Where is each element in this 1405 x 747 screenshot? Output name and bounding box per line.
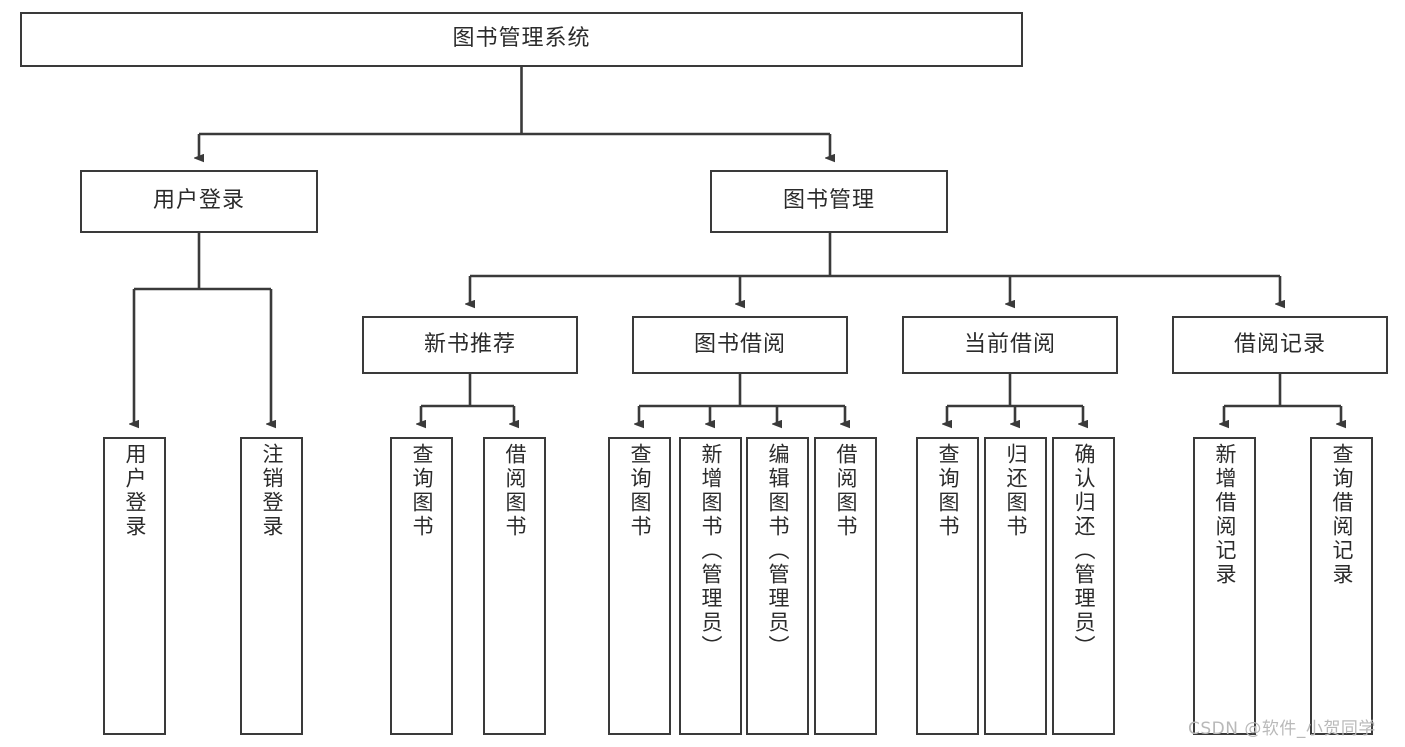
node-label: 图书管理系统 [452, 26, 591, 52]
node-label: 借阅记录 [1233, 331, 1326, 357]
node-label: 用户登录 [123, 443, 147, 539]
leaf-query-borrow-record[interactable]: 查询借阅记录 [1310, 437, 1373, 735]
leaf-borrow-book-recommend[interactable]: 借阅图书 [483, 437, 546, 735]
node-label: 确认归还（管理员） [1072, 443, 1096, 659]
node-label: 图书借阅 [693, 331, 786, 357]
leaf-query-book-recommend[interactable]: 查询图书 [390, 437, 453, 735]
leaf-confirm-return-admin[interactable]: 确认归还（管理员） [1052, 437, 1115, 735]
node-label: 归还图书 [1004, 443, 1028, 539]
node-label: 借阅图书 [834, 443, 858, 539]
node-book-management-system[interactable]: 图书管理系统 [20, 12, 1023, 67]
leaf-user-login[interactable]: 用户登录 [103, 437, 166, 735]
watermark-text: CSDN @软件_小贺同学 [1188, 719, 1376, 739]
leaf-logout[interactable]: 注销登录 [240, 437, 303, 735]
leaf-query-book-borrow[interactable]: 查询图书 [608, 437, 671, 735]
node-label: 借阅图书 [503, 443, 527, 539]
node-user-login[interactable]: 用户登录 [80, 170, 318, 233]
leaf-query-book-current[interactable]: 查询图书 [916, 437, 979, 735]
node-book-management[interactable]: 图书管理 [710, 170, 948, 233]
node-new-book-recommend[interactable]: 新书推荐 [362, 316, 578, 374]
node-label: 新增借阅记录 [1213, 443, 1237, 587]
node-label: 新书推荐 [423, 331, 516, 357]
leaf-borrow-book[interactable]: 借阅图书 [814, 437, 877, 735]
leaf-add-book-admin[interactable]: 新增图书（管理员） [679, 437, 742, 735]
node-label: 查询图书 [936, 443, 960, 539]
node-current-borrow[interactable]: 当前借阅 [902, 316, 1118, 374]
node-borrow-record[interactable]: 借阅记录 [1172, 316, 1388, 374]
node-label: 查询借阅记录 [1330, 443, 1354, 587]
node-label: 用户登录 [152, 188, 245, 214]
node-label: 当前借阅 [963, 331, 1056, 357]
node-label: 新增图书（管理员） [699, 443, 723, 659]
node-label: 查询图书 [410, 443, 434, 539]
node-label: 编辑图书（管理员） [766, 443, 790, 659]
leaf-edit-book-admin[interactable]: 编辑图书（管理员） [746, 437, 809, 735]
node-book-borrow[interactable]: 图书借阅 [632, 316, 848, 374]
leaf-add-borrow-record[interactable]: 新增借阅记录 [1193, 437, 1256, 735]
leaf-return-book[interactable]: 归还图书 [984, 437, 1047, 735]
node-label: 注销登录 [260, 443, 284, 539]
node-label: 查询图书 [628, 443, 652, 539]
node-label: 图书管理 [782, 188, 875, 214]
